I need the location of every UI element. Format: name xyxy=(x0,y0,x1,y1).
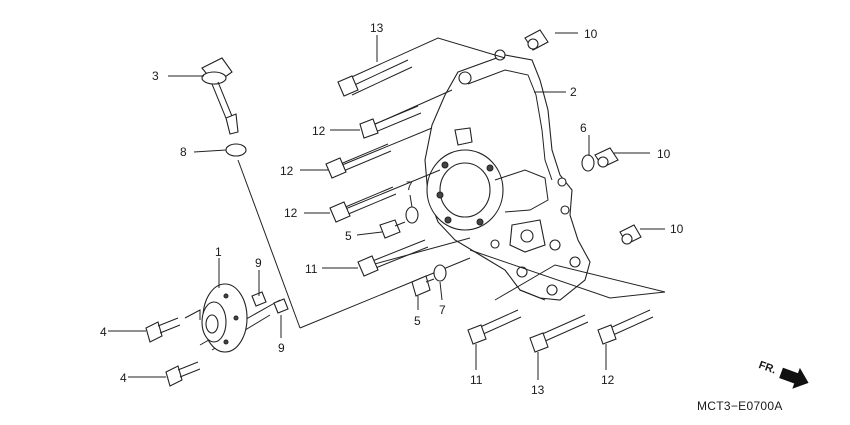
washer-7-lower xyxy=(433,264,447,282)
callout-2: 2 xyxy=(570,85,577,99)
callout-9-upper: 9 xyxy=(255,256,262,270)
dowel-9-lower xyxy=(273,298,289,314)
callout-12-c: 12 xyxy=(284,206,298,220)
bolt-4-lower xyxy=(165,361,201,387)
callout-5-lower: 5 xyxy=(414,314,421,328)
bolt-13-lower xyxy=(529,314,589,353)
bolt-12-b xyxy=(325,143,392,179)
callout-12-b: 12 xyxy=(280,164,294,178)
callout-10-low: 10 xyxy=(670,222,684,236)
arrow-icon xyxy=(779,367,809,389)
o-ring-8 xyxy=(225,143,247,157)
callout-8: 8 xyxy=(180,145,187,159)
bolt-11-lower xyxy=(467,309,522,345)
callout-13-lower: 13 xyxy=(531,383,545,397)
washer-7-upper xyxy=(405,206,419,224)
bolt-12-c xyxy=(329,186,397,223)
bolt-5-lower xyxy=(411,275,435,297)
callout-5-upper: 5 xyxy=(345,229,352,243)
callout-10-mid: 10 xyxy=(657,147,671,161)
callout-7-upper: 7 xyxy=(406,179,413,193)
oil-filler-cap xyxy=(201,57,239,135)
bolt-5-upper xyxy=(379,219,406,239)
callout-3: 3 xyxy=(152,69,159,83)
callout-7-lower: 7 xyxy=(439,303,446,317)
dowel-10-low xyxy=(619,224,642,245)
callout-12-lower: 12 xyxy=(601,373,615,387)
diagram-code: MCT3−E0700A xyxy=(697,399,783,413)
callout-6: 6 xyxy=(580,121,587,135)
bolt-12-a xyxy=(359,105,422,139)
bolt-12-lower xyxy=(597,309,654,345)
bolt-4-upper xyxy=(145,317,181,343)
callout-1: 1 xyxy=(215,245,222,259)
callout-12-a: 12 xyxy=(312,124,326,138)
dowel-10-top xyxy=(524,29,549,51)
bolt-13-top xyxy=(337,59,413,97)
callout-11-upper: 11 xyxy=(305,262,318,276)
callout-4-lower: 4 xyxy=(120,371,127,385)
callout-9-lower: 9 xyxy=(278,341,285,355)
pulser-plate xyxy=(201,283,248,353)
callout-leaders xyxy=(108,32,665,380)
bolt-11-upper xyxy=(357,239,429,277)
callout-13-top: 13 xyxy=(370,21,384,35)
callout-11-lower: 11 xyxy=(470,373,483,387)
front-direction-arrow: FR. xyxy=(757,359,809,389)
washer-6 xyxy=(581,154,595,172)
callout-10-top: 10 xyxy=(584,27,598,41)
dowel-10-mid xyxy=(594,147,619,168)
callout-4-upper: 4 xyxy=(100,325,107,339)
direction-label: FR. xyxy=(757,359,778,376)
callout-labels: 13 10 3 2 12 6 8 10 12 7 12 10 5 1 9 11 … xyxy=(100,21,684,397)
